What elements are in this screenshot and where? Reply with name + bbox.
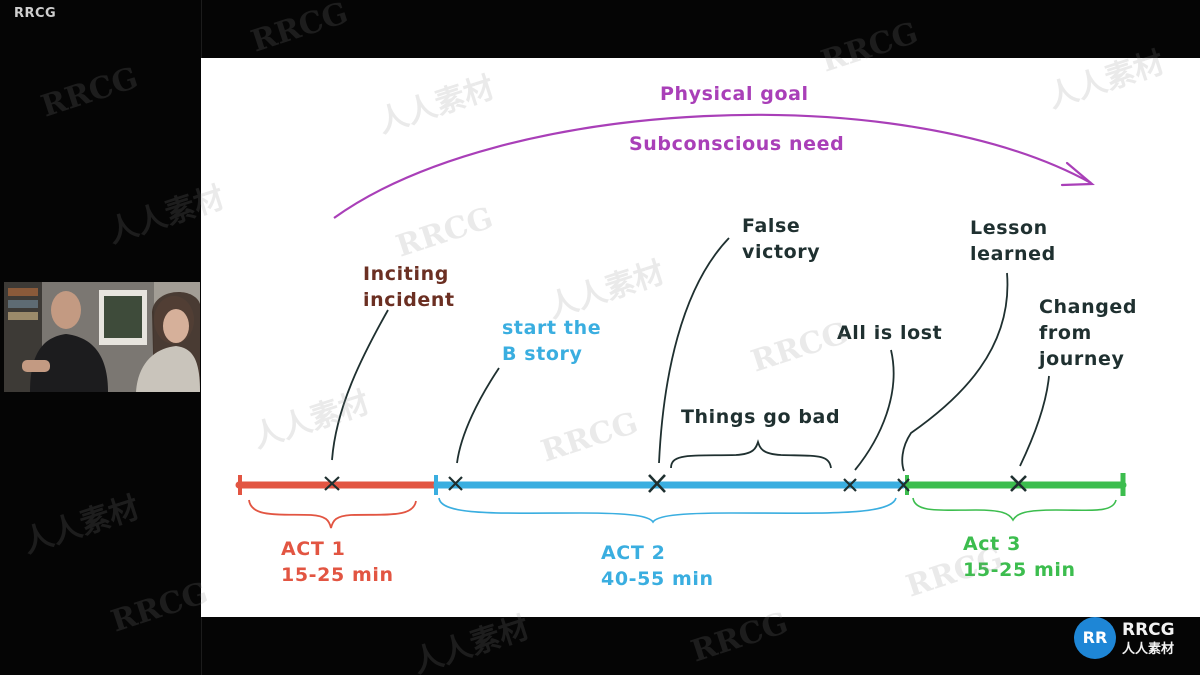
things-go-bad-brace: [670, 439, 832, 469]
act2-name: ACT 2: [601, 542, 666, 564]
act1-name: ACT 1: [281, 538, 346, 560]
marker-inciting-incident: [324, 476, 340, 491]
physical-goal-label: Physical goal: [660, 83, 809, 105]
pointer-lesson-learned: [901, 272, 1009, 472]
webcam-feed: [4, 282, 200, 392]
act3-duration: 15-25 min: [963, 559, 1076, 581]
brand-label: RRCG: [14, 6, 57, 21]
act1-brace: [248, 499, 417, 529]
marker-false-victory: [648, 474, 666, 493]
changed-from-journey-label: Changed from journey: [1039, 296, 1138, 370]
inciting-incident-label: Inciting incident: [363, 263, 455, 311]
act1-duration: 15-25 min: [281, 564, 394, 586]
webcam-image: [4, 282, 200, 392]
pointer-all-is-lost: [854, 349, 895, 471]
pointer-false-victory: [658, 237, 730, 464]
marker-changed: [1010, 475, 1027, 492]
pointer-b-story: [456, 367, 500, 464]
marker-b-story: [448, 476, 463, 491]
story-structure-diagram: [235, 113, 1127, 529]
rrcg-logo-icon: RR: [1074, 617, 1116, 659]
left-pane: RRCG: [0, 0, 202, 675]
logo-subtitle: 人人素材: [1122, 642, 1175, 657]
watermark-text: RRCG: [247, 0, 353, 60]
pointer-inciting-incident: [331, 309, 389, 461]
story-structure-slide: Physical goal Subconscious need Inciting…: [201, 58, 1200, 617]
goal-arrow-head: [1060, 161, 1095, 187]
goal-arc: [333, 113, 1092, 219]
pointer-changed: [1019, 375, 1050, 467]
b-story-label: start the B story: [502, 317, 602, 365]
marker-all-is-lost: [843, 478, 857, 492]
false-victory-label: False victory: [742, 215, 821, 263]
things-go-bad-label: Things go bad: [681, 406, 841, 428]
all-is-lost-label: All is lost: [837, 322, 943, 344]
logo-name: RRCG: [1122, 620, 1175, 640]
lesson-learned-label: Lesson learned: [970, 217, 1056, 265]
subconscious-need-label: Subconscious need: [629, 133, 845, 155]
act3-brace: [912, 497, 1117, 522]
act3-name: Act 3: [963, 533, 1021, 555]
rrcg-logo: RR RRCG 人人素材: [1072, 615, 1200, 670]
act2-duration: 40-55 min: [601, 568, 714, 590]
marker-lesson-learned: [897, 478, 910, 492]
act2-brace: [438, 497, 897, 524]
